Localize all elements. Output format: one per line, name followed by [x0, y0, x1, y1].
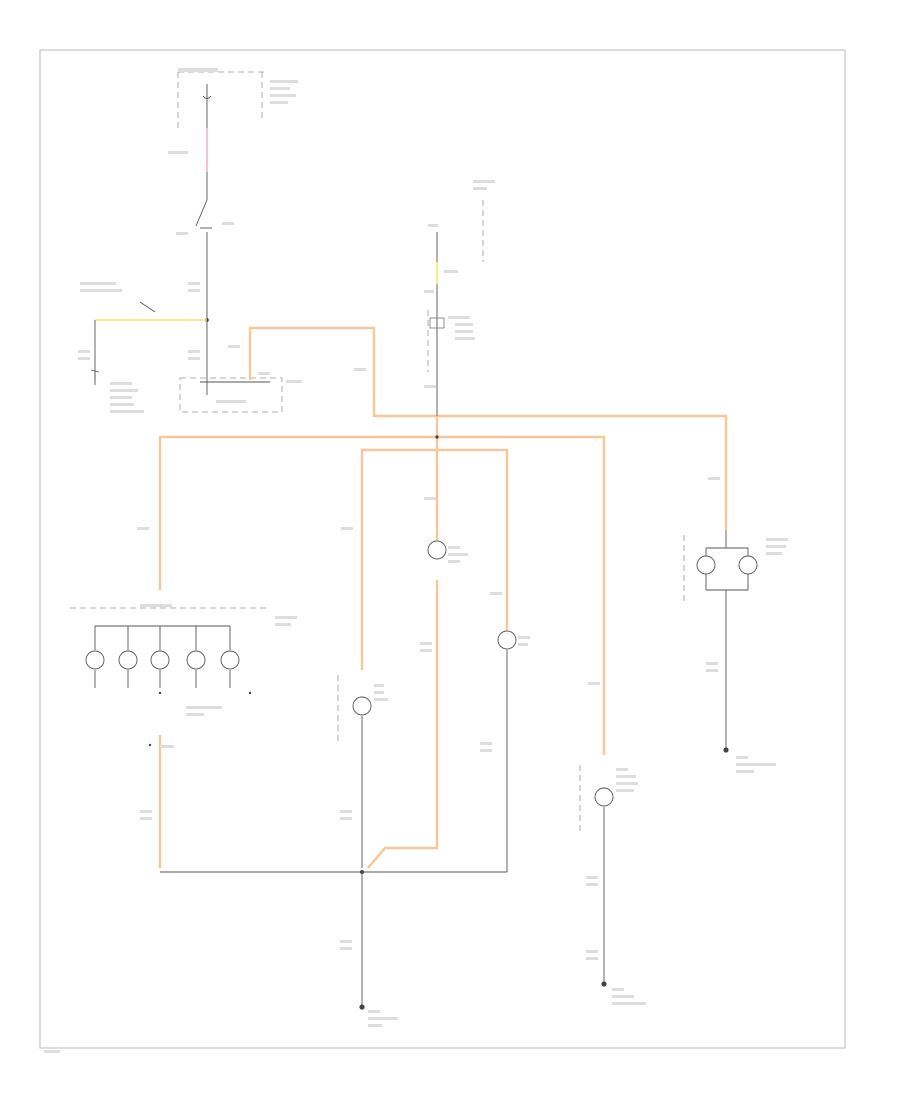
ground-g200-icon: [359, 1004, 365, 1010]
ground-right-icon: [723, 747, 729, 753]
radio-lamp-icon: [497, 630, 517, 650]
diagram-frame: [39, 49, 846, 1049]
ac-control-lamp-1-icon: [696, 555, 716, 575]
dimmer-switch-section: [78, 282, 207, 413]
ashtray-lamp-icon: [352, 696, 372, 716]
panel-lamp-feed: [424, 180, 495, 439]
ac-control-lamp-2-icon: [738, 555, 758, 575]
right-lamps: [579, 530, 788, 1005]
ground-lower-right-icon: [601, 981, 607, 987]
cluster-lamp-5-icon: [220, 650, 240, 670]
center-lamps: [160, 540, 530, 1027]
heater-control-lamp-icon: [427, 540, 447, 560]
cluster-lamp-3-icon: [150, 650, 170, 670]
orange-harness: [137, 326, 728, 869]
cluster-lamp-4-icon: [186, 650, 206, 670]
cluster-lamp-1-icon: [85, 650, 105, 670]
instrument-cluster: [70, 604, 297, 820]
feed-fuse-section: [168, 68, 298, 395]
cluster-lamp-2-icon: [118, 650, 138, 670]
dimmer-module-box: [179, 372, 302, 413]
climate-control-lamp-icon: [594, 787, 614, 807]
